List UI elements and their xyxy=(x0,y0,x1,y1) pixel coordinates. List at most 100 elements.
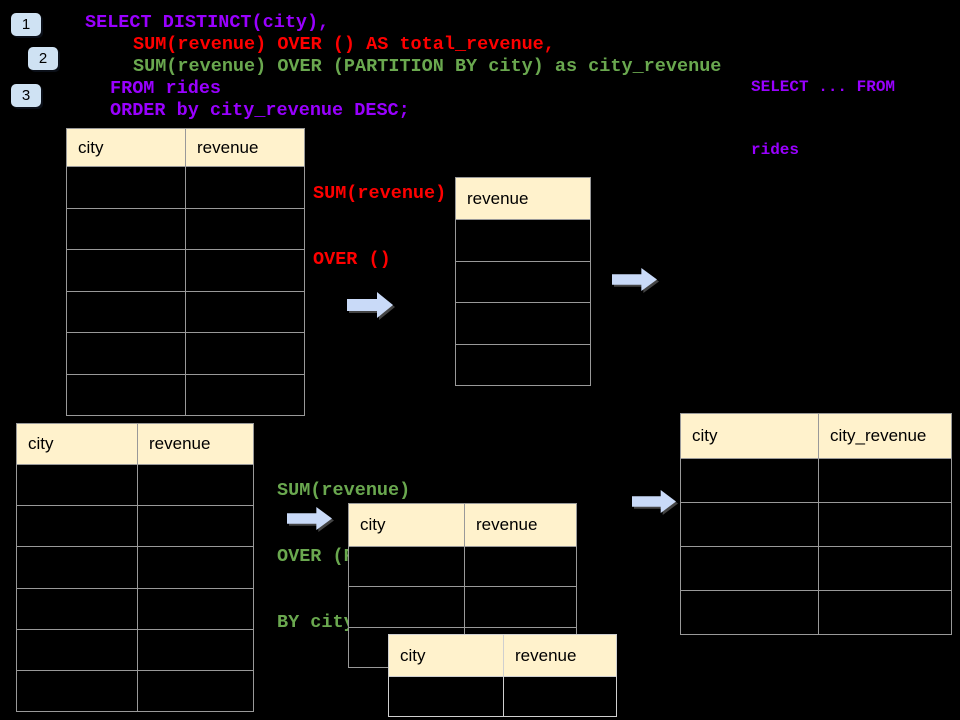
table-cell xyxy=(185,333,304,374)
table-cell xyxy=(389,677,503,716)
table-cell xyxy=(137,465,253,506)
right-arrow-icon xyxy=(287,507,332,530)
column-header: city_revenue xyxy=(818,414,951,458)
table-cell xyxy=(137,670,253,711)
step-badge-2: 2 xyxy=(28,47,58,70)
table-row xyxy=(17,587,253,629)
total-revenue-annotation: SUM(revenue) OVER () xyxy=(313,139,446,315)
table-cell xyxy=(137,588,253,629)
table-row xyxy=(67,207,304,250)
table-cell xyxy=(137,629,253,670)
table-cell xyxy=(818,547,951,590)
table-cell xyxy=(17,506,137,546)
table-cell xyxy=(349,547,464,586)
table-cell xyxy=(464,587,576,627)
table-cell xyxy=(17,589,137,629)
table-row xyxy=(389,676,616,716)
table-cell xyxy=(185,208,304,249)
table-row xyxy=(349,546,576,587)
table-row xyxy=(67,332,304,374)
right-arrow-icon xyxy=(612,268,657,291)
table-cell xyxy=(17,465,137,505)
column-header: city xyxy=(400,645,426,665)
table-cell xyxy=(185,250,304,291)
column-header: revenue xyxy=(467,188,529,208)
table-row xyxy=(67,166,304,208)
query-context-note-line: SELECT ... FROM xyxy=(751,78,896,96)
table-cell xyxy=(67,209,185,250)
annotation-line: SUM(revenue) xyxy=(277,480,411,501)
table-cell xyxy=(67,167,185,208)
table-cell xyxy=(818,591,951,634)
table-cell xyxy=(185,167,304,208)
table-row xyxy=(681,590,951,634)
table-header-row: city city_revenue xyxy=(681,414,951,458)
table-cell xyxy=(456,220,590,261)
table-row xyxy=(67,249,304,291)
sql-code-line-order-by: ORDER by city_revenue DESC; xyxy=(110,100,410,121)
table-cell xyxy=(456,303,590,344)
column-header: revenue xyxy=(185,129,304,166)
table-cell xyxy=(17,547,137,587)
table-row xyxy=(456,343,590,386)
table-rides-source-partition: city revenue xyxy=(16,423,254,712)
table-cell xyxy=(681,459,818,502)
table-row xyxy=(349,586,576,627)
table-cell xyxy=(681,503,818,546)
table-cell xyxy=(503,677,616,716)
column-header: revenue xyxy=(503,635,616,676)
table-cell xyxy=(17,671,137,711)
table-row xyxy=(681,458,951,502)
right-arrow-icon xyxy=(632,490,676,513)
annotation-line: SUM(revenue) xyxy=(313,183,447,204)
table-row xyxy=(681,502,951,546)
table-row xyxy=(456,302,590,344)
query-context-note-line: rides xyxy=(751,141,800,159)
sql-code-line-select: SELECT DISTINCT(city), xyxy=(85,12,330,33)
table-cell xyxy=(456,345,590,386)
query-context-note: SELECT ... FROM rides xyxy=(751,35,895,203)
table-row xyxy=(17,628,253,670)
column-header: city xyxy=(28,434,54,453)
table-header-row: city revenue xyxy=(389,635,616,676)
table-row xyxy=(17,669,253,711)
column-header: city xyxy=(692,426,718,445)
table-row xyxy=(67,290,304,333)
table-cell xyxy=(681,591,818,634)
table-header-row: revenue xyxy=(456,178,590,219)
column-header: revenue xyxy=(137,424,253,464)
table-row xyxy=(17,464,253,506)
table-cell xyxy=(349,587,464,626)
step-badge-1: 1 xyxy=(11,13,41,36)
table-cell xyxy=(681,547,818,590)
column-header: city xyxy=(360,515,386,534)
table-cell xyxy=(67,292,185,333)
table-header-row: city revenue xyxy=(17,424,253,464)
table-row xyxy=(681,546,951,590)
table-cell xyxy=(137,547,253,588)
table-cell xyxy=(137,506,253,547)
column-header: revenue xyxy=(464,504,576,546)
table-cell xyxy=(818,503,951,546)
table-city-revenue-result: city city_revenue xyxy=(680,413,952,635)
table-partition-group-front: city revenue xyxy=(388,634,617,717)
table-row xyxy=(456,260,590,303)
sql-code-line-city-revenue: SUM(revenue) OVER (PARTITION BY city) as… xyxy=(133,56,722,77)
table-cell xyxy=(67,250,185,291)
table-cell xyxy=(185,291,304,332)
table-cell xyxy=(818,459,951,502)
table-cell xyxy=(67,333,185,374)
table-row xyxy=(456,219,590,261)
annotation-line: OVER () xyxy=(313,249,391,270)
table-row xyxy=(67,373,304,415)
table-row xyxy=(17,546,253,588)
table-cell xyxy=(17,630,137,670)
right-arrow-icon xyxy=(347,292,393,318)
table-cell xyxy=(456,262,590,303)
table-cell xyxy=(464,547,576,587)
sql-code-line-total-revenue: SUM(revenue) OVER () AS total_revenue, xyxy=(133,34,555,55)
step-badge-3: 3 xyxy=(11,84,41,107)
